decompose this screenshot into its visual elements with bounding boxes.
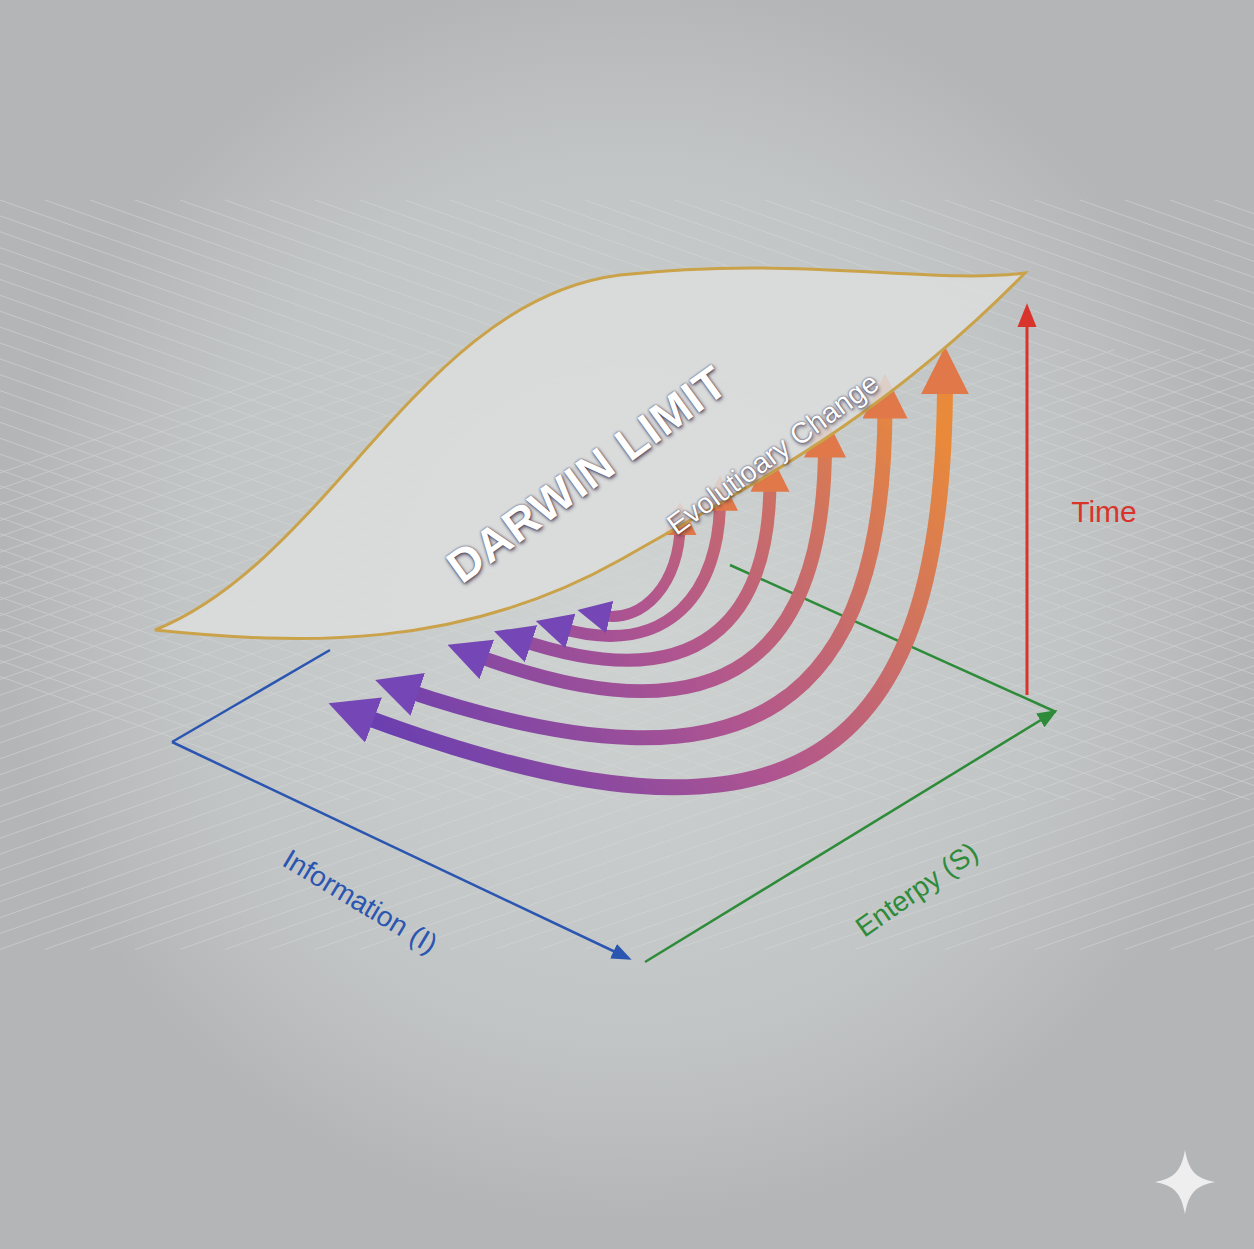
- leaf-surface: [155, 268, 1025, 639]
- grid-line: [990, 349, 1254, 949]
- grid-line: [1215, 200, 1254, 800]
- grid-line: [0, 200, 1250, 800]
- grid-line: [1170, 349, 1254, 949]
- grid-line: [90, 349, 1254, 949]
- grid-line: [810, 349, 1254, 949]
- darwin-limit-surface: DARWIN LIMITEvolutioary Change: [155, 268, 1030, 658]
- grid-line: [1215, 349, 1254, 949]
- info-axis-back: [172, 650, 330, 742]
- grid-line: [0, 200, 1070, 800]
- grid-line: [0, 200, 1025, 800]
- grid-line: [45, 349, 1254, 949]
- time-label: Time: [1071, 495, 1137, 529]
- grid-line: [1080, 349, 1254, 949]
- grid-line: [1125, 200, 1254, 800]
- sparkle-watermark: [1155, 1150, 1215, 1214]
- grid-line: [1035, 200, 1254, 800]
- grid-line: [990, 200, 1254, 800]
- axis-label: Enterpy (S): [850, 836, 984, 943]
- axis-label: Information (I): [277, 843, 443, 960]
- grid-line: [1170, 200, 1254, 800]
- grid-line: [945, 349, 1254, 949]
- entropy-axis: [645, 712, 1054, 962]
- grid-line: [135, 200, 1254, 800]
- grid-line: [1125, 349, 1254, 949]
- time-axis: [1026, 308, 1029, 695]
- grid-line: [1035, 349, 1254, 949]
- grid-line: [90, 200, 1254, 800]
- grid-line: [0, 349, 1205, 949]
- grid-line: [45, 200, 1254, 800]
- grid-line: [0, 200, 1205, 800]
